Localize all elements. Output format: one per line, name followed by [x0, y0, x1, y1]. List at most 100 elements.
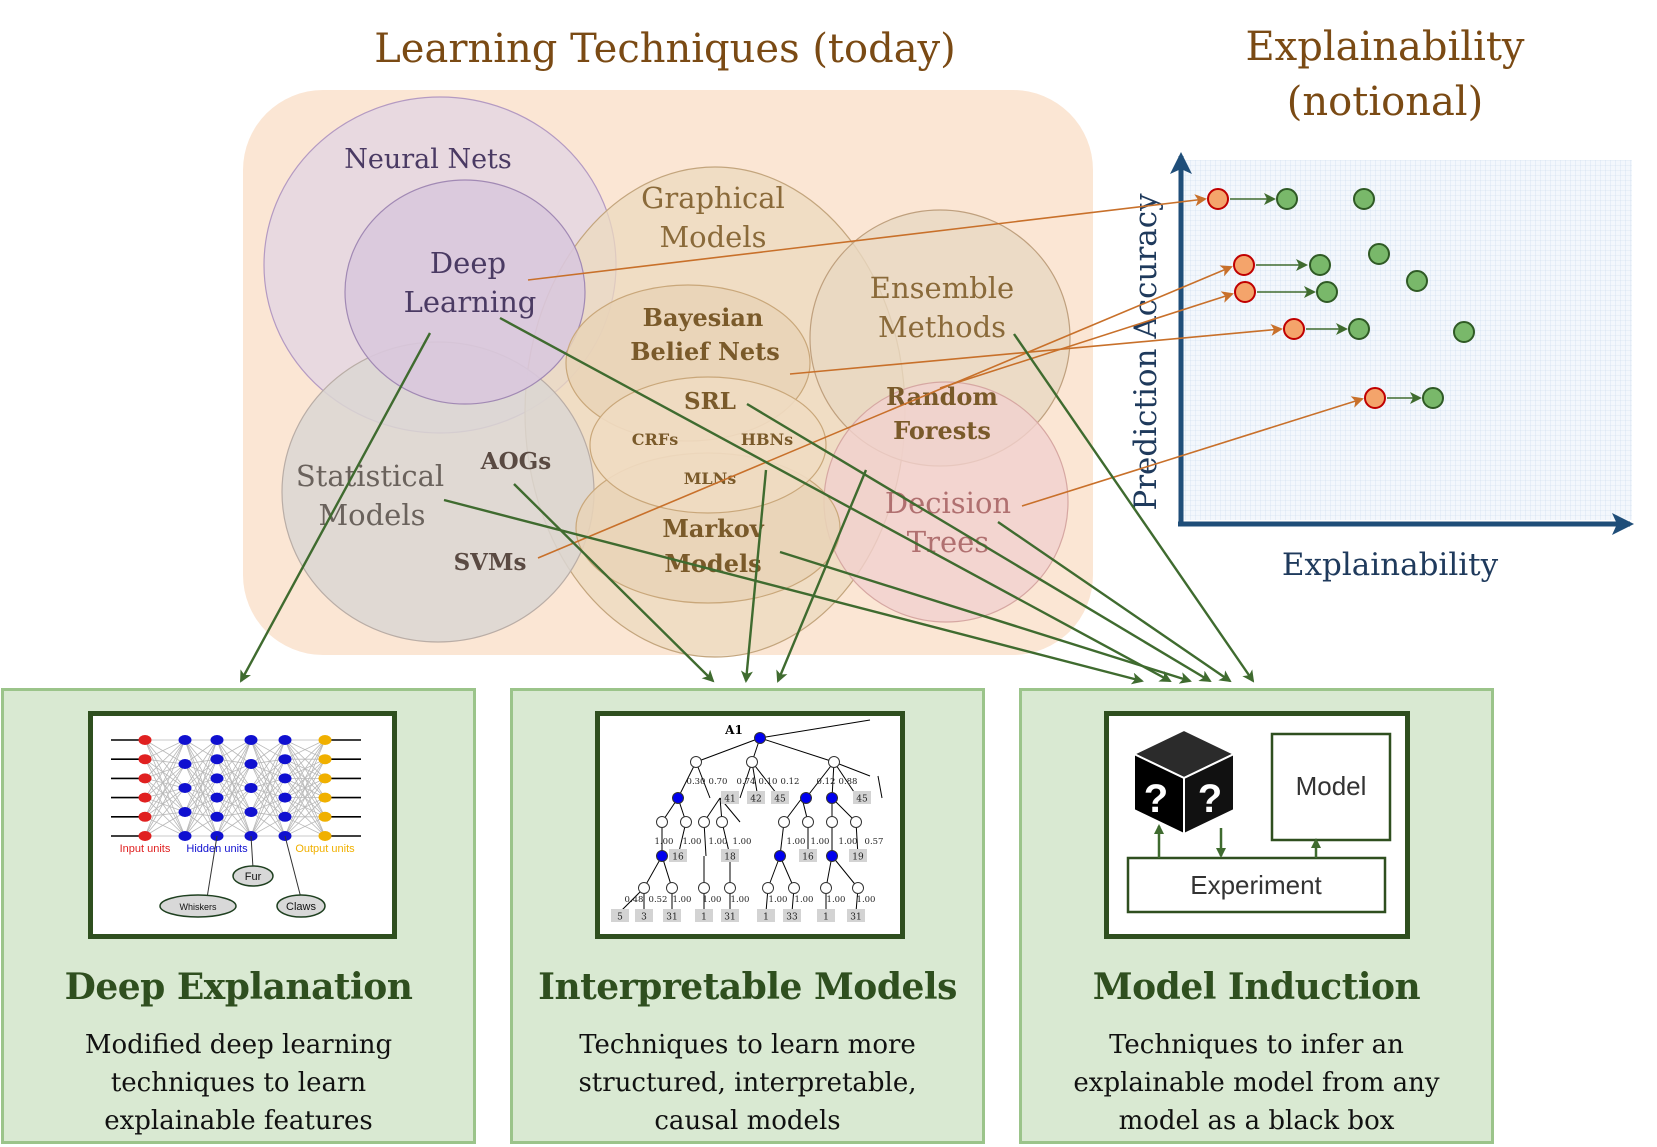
nn-feature-whiskers-label: Whiskers — [179, 902, 217, 912]
model-induction-desc-line: model as a black box — [1118, 1106, 1395, 1136]
nn-edge — [284, 816, 326, 837]
interpretable-models-desc-line: Techniques to learn more — [579, 1030, 916, 1060]
tree-node — [746, 756, 758, 768]
tree-leaf — [799, 849, 817, 862]
label-ensemble-1: Ensemble — [870, 271, 1014, 305]
srl-circle — [589, 376, 827, 514]
chart-title-line2: (notional) — [1287, 79, 1483, 125]
nn-edge — [250, 778, 286, 837]
nn-edge — [184, 739, 218, 765]
tree-leaf-label: 3 — [641, 913, 647, 923]
page-title: Learning Techniques (today) — [374, 26, 956, 72]
tree-edge — [877, 775, 883, 799]
nn-edge — [144, 758, 186, 813]
nn-edge — [284, 759, 326, 837]
nn-node — [178, 831, 192, 841]
arrow-deep-learning-to-deep-explanation — [239, 332, 432, 683]
nn-edge — [144, 811, 186, 818]
nn-edge — [250, 763, 286, 837]
arrow-deep-learning-to-induction — [499, 316, 1172, 683]
nn-edge — [250, 739, 286, 789]
cube-question-left: ? — [1144, 777, 1168, 821]
tree-node — [800, 792, 812, 804]
nn-edge — [216, 778, 252, 813]
tree-prob-label: 1.00 — [769, 895, 788, 905]
tree-leaf — [669, 849, 687, 862]
tree-node — [754, 732, 766, 744]
tree-leaf-label: 42 — [750, 795, 761, 805]
experiment-box-label: Experiment — [1190, 870, 1322, 900]
tree-edge — [833, 761, 871, 777]
nn-edge — [216, 739, 252, 817]
nn-node — [244, 759, 258, 769]
tree-edge — [739, 761, 753, 799]
nn-feature-claws — [276, 894, 326, 918]
nn-edge — [250, 778, 286, 813]
connector-deep-learning-to-chart — [527, 194, 1207, 281]
tree-prob-label: 0.30 — [687, 777, 706, 787]
label-random-forests-1: Random — [886, 382, 998, 411]
label-graphical-models-2: Models — [659, 220, 766, 254]
nn-feature-claws-label: Claws — [286, 901, 316, 913]
tree-leaf — [817, 909, 835, 922]
connector-bayesian-to-chart — [789, 323, 1283, 375]
label-aogs: AOGs — [480, 448, 551, 475]
deep-explanation-desc-line: Modified deep learning — [84, 1030, 393, 1060]
chart-point-orange — [1283, 318, 1305, 340]
chart-y-label: Prediction Accuracy — [1128, 193, 1164, 511]
tree-node — [826, 850, 838, 862]
chart-point-green — [1348, 318, 1370, 340]
nn-edge — [216, 758, 252, 813]
nn-edge — [144, 739, 186, 817]
label-markov-1: Markov — [662, 514, 764, 543]
tree-leaf — [695, 909, 713, 922]
nn-edge — [250, 739, 286, 837]
tree-root-label: A1 — [724, 723, 743, 737]
nn-edge — [144, 763, 186, 818]
nn-edge — [184, 787, 218, 837]
arrow-random-forests-to-interpretable — [776, 469, 868, 683]
nn-edge — [184, 758, 218, 813]
nn-node — [278, 735, 292, 745]
tree-leaf-label: 19 — [852, 853, 864, 863]
tree-edge — [677, 761, 697, 799]
chart-point-green — [1422, 387, 1444, 409]
nn-edge — [144, 739, 186, 760]
nn-edge — [184, 778, 218, 813]
tree-leaf — [611, 909, 629, 922]
tree-prob-label: 1.00 — [655, 837, 674, 847]
tree-prob-label: 1.00 — [857, 895, 876, 905]
interpretable-models-title: Interpretable Models — [538, 966, 957, 1008]
tree-leaf-label: 45 — [774, 795, 786, 805]
nn-edge — [250, 763, 286, 818]
nn-edge — [284, 739, 326, 817]
nn-edge — [144, 739, 186, 837]
nn-edge — [144, 778, 186, 813]
deep-explanation-desc-line: techniques to learn — [110, 1068, 367, 1098]
nn-edge — [144, 816, 186, 837]
nn-edge — [144, 797, 186, 813]
tree-node — [690, 756, 702, 768]
label-svms: SVMs — [454, 549, 527, 576]
model-induction-title: Model Induction — [1092, 966, 1421, 1008]
tree-prob-label: 0.70 — [709, 777, 728, 787]
connector-decision-trees-to-chart — [1021, 396, 1364, 507]
tree-leaf — [853, 791, 871, 804]
nn-edge — [250, 797, 286, 837]
nn-edge — [250, 787, 286, 818]
label-statistical-2: Models — [318, 498, 425, 532]
nn-node — [210, 773, 224, 784]
arrow-srl-to-induction — [746, 402, 1212, 683]
tree-node — [788, 882, 800, 894]
nn-edge — [184, 763, 218, 798]
chart-grid — [1182, 160, 1632, 520]
nn-node — [138, 735, 152, 745]
tree-leaf — [721, 791, 739, 804]
nn-feature-fur — [232, 865, 274, 887]
nn-node — [278, 811, 292, 822]
tree-leaf-label: 33 — [786, 913, 798, 923]
tree-leaf — [635, 909, 653, 922]
nn-node — [138, 773, 152, 784]
